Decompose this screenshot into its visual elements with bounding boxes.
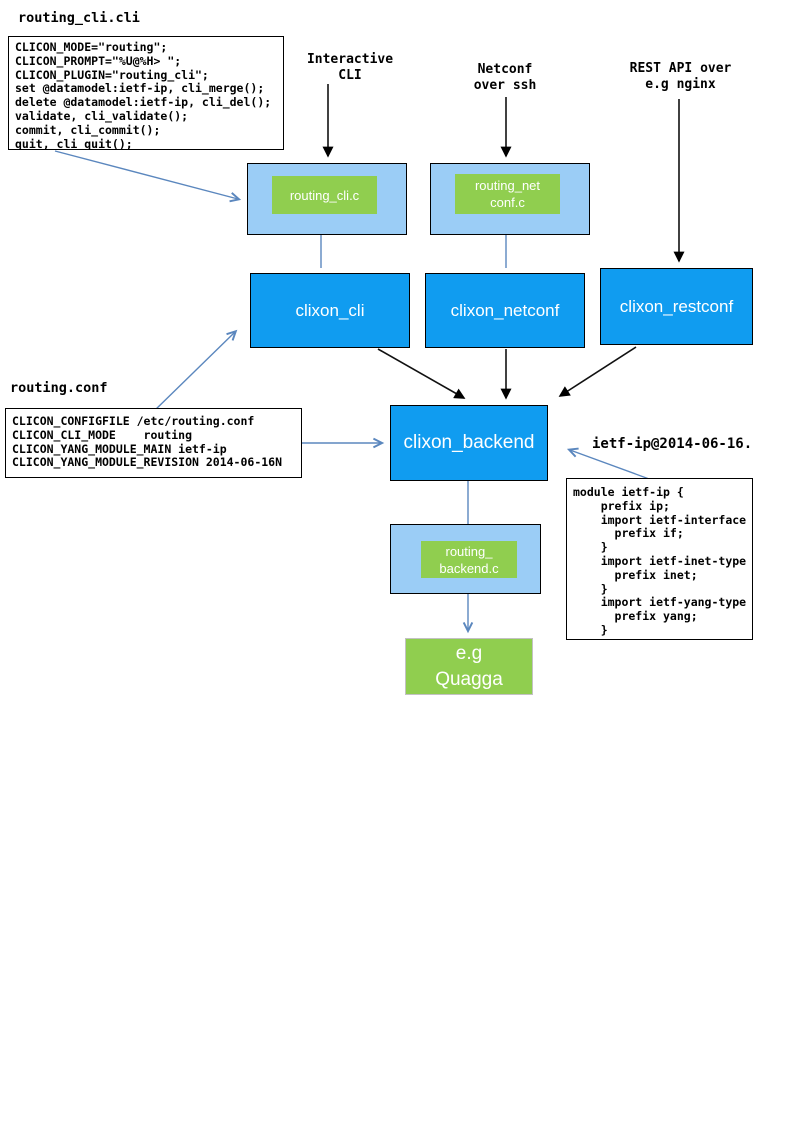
clixon-cli-box: clixon_cli [250, 273, 410, 348]
netconf-label: Netconf over ssh [473, 62, 537, 93]
arrow-clispec-to-cli-plugin [54, 150, 238, 199]
yang-code: module ietf-ip { prefix ip; import ietf-… [566, 478, 753, 640]
routing-daemon-box: e.g Quagga [405, 638, 533, 695]
arrow-clixon-cli-to-backend [377, 348, 466, 399]
cli-spec-code: CLICON_MODE="routing"; CLICON_PROMPT="%U… [8, 36, 284, 150]
netconf-plugin-box: routing_net conf.c [455, 174, 560, 214]
arrow-clixon-restconf-to-backend [558, 346, 637, 397]
clixon-restconf-box: clixon_restconf [600, 268, 753, 345]
yang-title: ietf-ip@2014-06-16. [592, 436, 753, 452]
clixon-netconf-box: clixon_netconf [425, 273, 585, 348]
cli-plugin-box: routing_cli.c [272, 176, 377, 214]
config-title: routing.conf [10, 380, 108, 396]
cli-spec-title: routing_cli.cli [18, 10, 140, 26]
clixon-backend-box: clixon_backend [390, 405, 548, 481]
interactive-cli-label: Interactive CLI [306, 52, 394, 83]
config-code: CLICON_CONFIGFILE /etc/routing.conf CLIC… [5, 408, 302, 478]
backend-plugin-box: routing_ backend.c [421, 541, 517, 578]
arrow-config-to-clixon-cli [151, 332, 235, 414]
restapi-label: REST API over e.g nginx [629, 61, 732, 92]
